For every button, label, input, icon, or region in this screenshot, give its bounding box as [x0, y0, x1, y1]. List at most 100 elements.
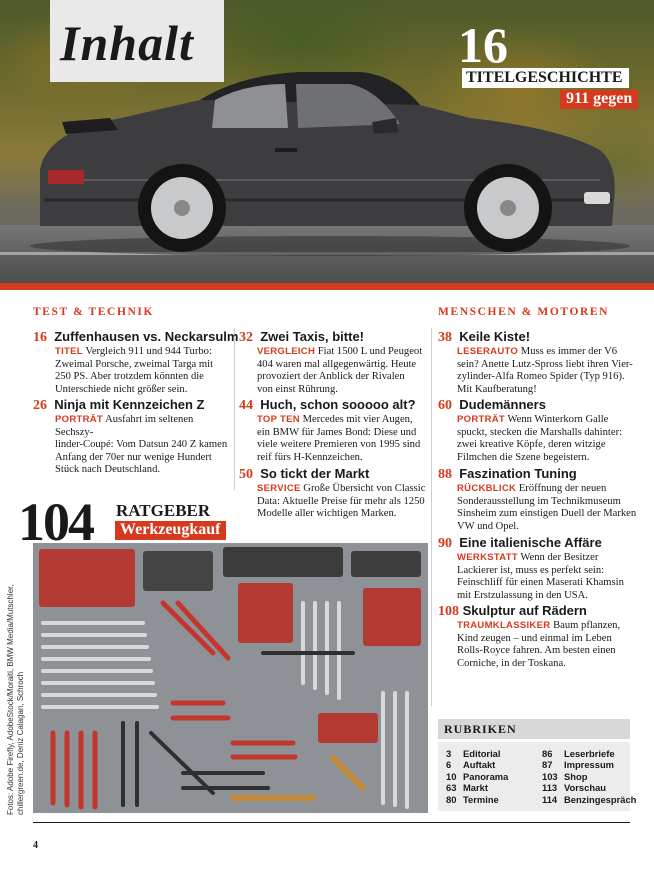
rubrik-page: 87: [542, 759, 553, 771]
article-title: Skulptur auf Rädern: [462, 603, 587, 618]
article-text: Muss es immer der V6: [520, 346, 618, 357]
rubrik-label: Vorschau: [564, 782, 607, 794]
article-page: 108: [438, 604, 459, 619]
porsche-911-targa-illustration: [30, 72, 630, 256]
article-text: Feinschliff für einen Maserati Khamsin: [457, 577, 624, 589]
article-text: Kind zeugen – und einmal im Leben: [457, 632, 612, 644]
rubrik-label: Termine: [463, 793, 499, 805]
article-text: Sonderausstellung im Technikmuseum: [457, 495, 621, 507]
rubrik-page: 3: [446, 748, 452, 759]
rubrik-page: 63: [446, 782, 457, 794]
article-entry[interactable]: 88 Faszination Tuning RÜCKBLICK Eröffnun…: [438, 466, 638, 533]
article-category: RÜCKBLICK: [457, 483, 517, 494]
article-entry[interactable]: 26 Ninja mit Kennzeichen Z PORTRÄT Ausfa…: [33, 397, 233, 477]
rubrik-page: 86: [542, 748, 553, 759]
article-page: 32: [239, 330, 253, 345]
contents-title-box: Inhalt: [50, 0, 224, 82]
rubrik-page: 103: [542, 770, 558, 782]
tool-set-illustration: [33, 543, 428, 813]
rubrik-page: 80: [446, 793, 457, 805]
article-text: Lackierer ist, muss es perfekt sein:: [457, 564, 605, 576]
footer-rule: [33, 822, 630, 823]
article-text: Fiat 1500 L und Peugeot: [317, 346, 423, 357]
section-heading-menschen-motoren: MENSCHEN & MOTOREN: [438, 306, 610, 318]
rubrik-label: Impressum: [564, 759, 615, 771]
rubrik-item[interactable]: 10 Panorama: [446, 771, 508, 782]
ratgeber-subtitle[interactable]: Werkzeugkauf: [115, 521, 227, 540]
column-divider: [431, 328, 432, 706]
rubrik-page: 113: [542, 782, 558, 794]
page-title: Inhalt: [60, 15, 194, 71]
article-text: Data: Aktuelle Preise für mehr als 1250: [257, 495, 425, 507]
rubrik-page: 114: [542, 793, 558, 805]
article-title: Zuffenhausen vs. Neckarsulm: [54, 329, 239, 344]
article-entry[interactable]: 38 Keile Kiste! LESERAUTO Muss es immer …: [438, 329, 638, 396]
rubrik-item[interactable]: 87 Impressum: [542, 759, 636, 770]
photo-credits-line: Fotos: Adobe Firefly, AdobeStock/Moraiti…: [6, 584, 15, 815]
article-title: Huch, schon sooooo alt?: [260, 397, 416, 412]
article-text: Anfang der 70er nur wenige Hundert: [55, 451, 212, 463]
article-page: 50: [239, 467, 253, 482]
rubrik-item[interactable]: 80 Termine: [446, 794, 508, 805]
article-text: Filmchen die Szene begeistern.: [457, 451, 590, 463]
ratgeber-page[interactable]: 104: [18, 492, 95, 552]
rubrik-item[interactable]: 3 Editorial: [446, 748, 508, 759]
article-text: provoziert der Anblick der Rivalen: [257, 371, 405, 383]
rubrik-label: Shop: [564, 770, 588, 782]
article-entry[interactable]: 50 So tickt der Markt SERVICE Große Über…: [239, 466, 429, 521]
article-title: Dudemänners: [459, 397, 546, 412]
ratgeber-label: RATGEBER: [116, 501, 211, 520]
article-text: Eröffnung der neuen: [518, 483, 607, 494]
photo-credits: Fotos: Adobe Firefly, AdobeStock/Moraiti…: [6, 545, 25, 815]
article-category: PORTRÄT: [55, 414, 104, 425]
cover-story-subtitle[interactable]: 911 gegen: [560, 90, 639, 109]
article-text: Ausfahrt im seltenen Sechszy-: [55, 414, 194, 438]
article-text: Vergleich 911 und 944 Turbo:: [85, 346, 212, 357]
article-text: Modelle aller wichtigen Marken.: [257, 508, 397, 520]
article-text: Rolls-Royce fahren. Am besten einen: [457, 645, 616, 657]
article-page: 90: [438, 536, 452, 551]
rubrik-item[interactable]: 63 Markt: [446, 782, 508, 793]
article-title: Keile Kiste!: [459, 329, 531, 344]
article-text: Große Übersicht von Classic: [303, 483, 426, 494]
article-text: von einst Rührung.: [257, 383, 338, 395]
article-text: spuckt, stecken die Marshalls dahinter:: [457, 426, 623, 438]
article-entry[interactable]: 16 Zuffenhausen vs. Neckarsulm TITEL Ver…: [33, 329, 238, 396]
rubrik-label: Benzingespräch: [564, 793, 637, 805]
rubrik-page: 10: [446, 770, 457, 782]
hero-photo: [0, 0, 654, 283]
rubrik-item[interactable]: 103 Shop: [542, 771, 636, 782]
article-page: 44: [239, 398, 253, 413]
article-page: 26: [33, 398, 47, 413]
rubrik-item[interactable]: 113 Vorschau: [542, 782, 636, 793]
rubrik-label: Panorama: [463, 770, 509, 782]
rubrik-item[interactable]: 114 Benzingespräch: [542, 794, 636, 805]
article-text: Unterschiede nicht größer sein.: [55, 383, 188, 395]
article-category: PORTRÄT: [457, 414, 506, 425]
article-entry[interactable]: 108 Skulptur auf Rädern TRAUMKLASSIKER B…: [438, 603, 638, 670]
article-category: SERVICE: [257, 483, 301, 494]
rubriken-title: RUBRIKEN: [438, 719, 630, 739]
article-text: Mercedes mit vier Augen,: [302, 414, 413, 425]
article-text: ein BMW für James Bond: Diese und: [257, 426, 417, 438]
rubrik-label: Editorial: [463, 748, 501, 759]
article-text: Baum pflanzen,: [553, 620, 621, 631]
cover-story-label: TITELGESCHICHTE: [462, 68, 629, 88]
article-entry[interactable]: 90 Eine italienische Affäre WERKSTATT We…: [438, 535, 638, 602]
article-entry[interactable]: 60 Dudemänners PORTRÄT Wenn Winterkorn G…: [438, 397, 638, 464]
article-page: 38: [438, 330, 452, 345]
article-text: Mit Kaufberatung!: [457, 383, 537, 395]
article-text: Wenn der Besitzer: [520, 552, 599, 563]
article-category: WERKSTATT: [457, 552, 518, 563]
cover-story-page[interactable]: 16: [458, 17, 508, 73]
article-text: Zweimal Porsche, zweimal Targa mit: [55, 358, 214, 370]
article-entry[interactable]: 32 Zwei Taxis, bitte! VERGLEICH Fiat 150…: [239, 329, 429, 396]
article-text: reif fürs H-Kennzeichen.: [257, 451, 363, 463]
article-title: Eine italienische Affäre: [459, 535, 602, 550]
article-entry[interactable]: 44 Huch, schon sooooo alt? TOP TEN Merce…: [239, 397, 429, 464]
article-page: 16: [33, 330, 47, 345]
rubrik-label: Markt: [463, 782, 489, 794]
article-category: VERGLEICH: [257, 346, 316, 357]
